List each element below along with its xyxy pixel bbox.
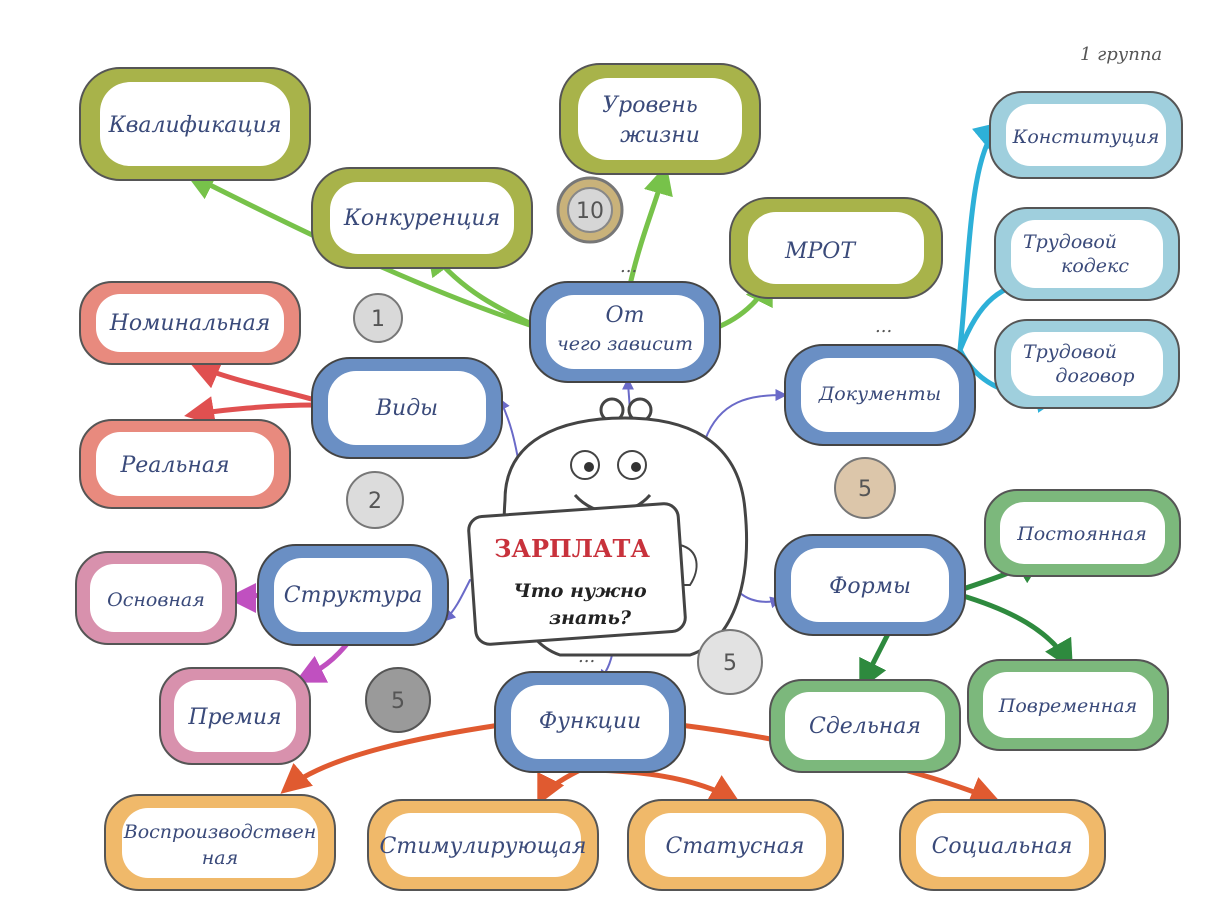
arrow-func-reproductive — [280, 722, 503, 794]
node-competition: Конкуренция — [311, 167, 533, 269]
node-labor-contract-line1: Трудовой — [1023, 341, 1117, 363]
node-living-level: Уровень жизни — [559, 63, 761, 175]
coin-2: 2 — [346, 471, 404, 529]
node-bonus: Премия — [159, 667, 311, 765]
coin-5-copper: 5 — [834, 457, 896, 519]
coin-5-gray-value: 5 — [391, 689, 405, 714]
coin-1: 1 — [353, 293, 403, 343]
node-labor-code-line2: кодекс — [1061, 255, 1129, 277]
node-time-label: Повременная — [998, 695, 1137, 717]
category-functions: Функции — [494, 671, 686, 773]
category-forms-label: Формы — [829, 574, 911, 599]
group-note: 1 группа — [1080, 44, 1162, 65]
node-stimulating-label: Стимулирующая — [380, 834, 587, 859]
node-living-level-line1: Уровень — [602, 93, 698, 118]
arrow-depends-living — [627, 164, 673, 288]
node-qualification-label: Квалификация — [108, 113, 282, 138]
node-reproductive-line1: Воспроизводствен — [123, 821, 317, 843]
node-labor-code: Трудовой кодекс — [994, 207, 1180, 301]
center-sign: ЗАРПЛАТА Что нужно знать? — [467, 502, 687, 646]
node-stimulating: Стимулирующая — [367, 799, 599, 891]
category-kinds: Виды — [311, 357, 503, 459]
node-status-label: Статусная — [666, 834, 805, 859]
arrow-forms-piece — [859, 627, 893, 691]
node-reproductive-line2: ная — [202, 847, 238, 869]
category-documents-label: Документы — [818, 383, 941, 405]
category-structure-label: Структура — [284, 583, 423, 608]
node-social: Социальная — [899, 799, 1106, 891]
category-depends-line2: чего зависит — [557, 333, 693, 355]
node-constant-label: Постоянная — [1016, 523, 1147, 545]
coin-5-silver: 5 — [697, 629, 763, 695]
dots-documents: ... — [875, 316, 892, 337]
node-base-label: Основная — [107, 589, 205, 611]
node-real: Реальная — [79, 419, 291, 509]
category-forms: Формы — [774, 534, 966, 636]
coin-5-copper-value: 5 — [858, 477, 872, 502]
arrow-kinds-real — [184, 396, 318, 426]
category-functions-label: Функции — [539, 709, 641, 734]
coin-5-silver-value: 5 — [723, 651, 737, 676]
coin-10-value: 10 — [576, 199, 604, 224]
category-documents: Документы — [784, 344, 976, 446]
node-living-level-line2: жизни — [620, 123, 700, 148]
coin-5-gray: 5 — [365, 667, 431, 733]
node-qualification: Квалификация — [79, 67, 311, 181]
dots-functions: ... — [578, 646, 595, 667]
center-subtitle-line1: Что нужно — [513, 580, 647, 602]
node-social-label: Социальная — [932, 834, 1073, 859]
arrow-center-docs — [704, 389, 788, 441]
node-piece-label: Сдельная — [809, 714, 921, 739]
node-constant: Постоянная — [984, 489, 1181, 577]
node-constitution-label: Конституция — [1012, 126, 1160, 148]
category-structure: Структура — [257, 544, 449, 646]
center-title: ЗАРПЛАТА — [494, 534, 650, 563]
arrow-func-status — [577, 767, 741, 803]
coin-1-value: 1 — [371, 307, 385, 332]
category-kinds-label: Виды — [375, 396, 438, 421]
coin-2-value: 2 — [368, 489, 382, 514]
node-mrot: МРОТ — [729, 197, 943, 299]
node-labor-contract: Трудовой договор — [994, 319, 1180, 409]
node-nominal: Номинальная — [79, 281, 301, 365]
coin-10: 10 — [556, 176, 624, 244]
node-base: Основная — [75, 551, 237, 645]
node-bonus-label: Премия — [187, 705, 281, 730]
center-subtitle-line2: знать? — [549, 607, 632, 629]
node-piece: Сдельная — [769, 679, 961, 773]
node-real-label: Реальная — [119, 453, 229, 478]
arrow-func-stimulating — [537, 767, 583, 806]
node-labor-contract-line2: договор — [1055, 365, 1134, 387]
node-mrot-label: МРОТ — [784, 239, 857, 264]
category-depends-line1: От — [606, 303, 645, 328]
node-competition-label: Конкуренция — [343, 206, 500, 231]
node-time: Повременная — [967, 659, 1169, 751]
node-reproductive: Воспроизводствен ная — [104, 794, 336, 891]
node-labor-code-line1: Трудовой — [1023, 231, 1117, 253]
node-constitution: Конституция — [989, 91, 1183, 179]
node-status: Статусная — [627, 799, 844, 891]
category-depends: От чего зависит — [529, 281, 721, 383]
dots-depends: ... — [620, 256, 637, 277]
arrow-forms-time — [957, 592, 1073, 671]
arrow-kinds-nominal — [189, 360, 318, 403]
node-nominal-label: Номинальная — [109, 311, 271, 336]
